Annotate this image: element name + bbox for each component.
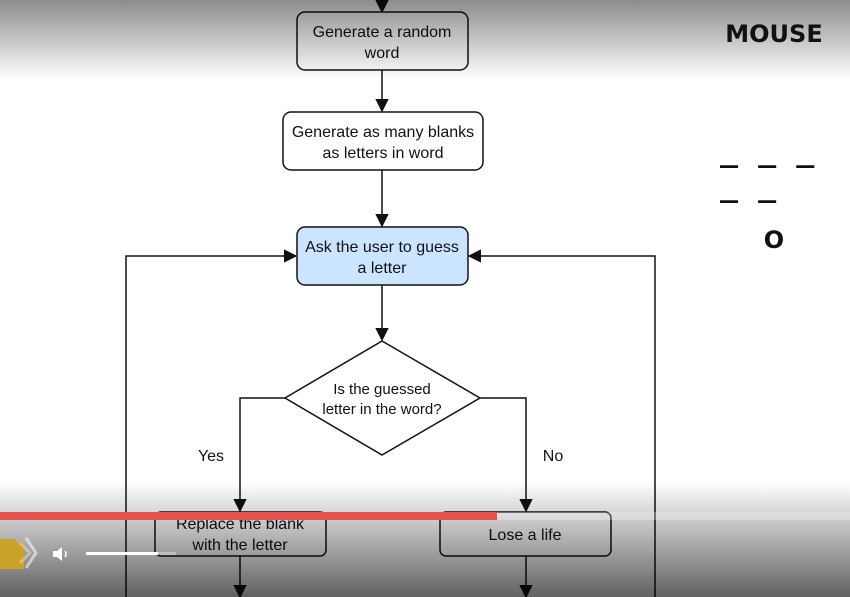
branch-no-label: No — [543, 448, 564, 465]
guessed-letter: O — [763, 226, 785, 254]
node-generate-blanks-line1: Generate as many blanks — [292, 124, 474, 141]
target-word: MOUSE — [725, 20, 823, 48]
arrow-no-branch — [480, 397, 533, 513]
node-ask-guess-line1: Ask the user to guess — [305, 239, 459, 256]
player-controls — [0, 523, 850, 583]
volume-slider[interactable] — [86, 552, 176, 555]
node-decision-line2: letter in the word? — [322, 401, 441, 418]
play-button[interactable] — [0, 535, 40, 573]
node-ask-guess: Ask the user to guess a letter — [296, 226, 469, 286]
arrow-yes-branch — [233, 397, 285, 513]
node-generate-word-line1: Generate a random — [313, 24, 452, 41]
node-generate-blanks-line2: as letters in word — [323, 145, 444, 162]
branch-yes-label: Yes — [198, 448, 224, 465]
node-generate-word-line2: word — [364, 45, 400, 62]
node-decision-line1: Is the guessed — [333, 381, 431, 398]
volume-button[interactable] — [52, 545, 72, 563]
node-generate-blanks: Generate as many blanks as letters in wo… — [282, 111, 484, 171]
node-generate-word: Generate a random word — [296, 11, 469, 71]
node-ask-guess-line2: a letter — [358, 260, 408, 277]
volume-level — [86, 552, 158, 555]
play-icon — [0, 537, 38, 569]
video-progress-bar[interactable] — [0, 512, 850, 520]
video-progress-fill — [0, 512, 498, 520]
volume-icon — [53, 547, 67, 561]
word-blanks: _ _ _ _ _ — [720, 134, 816, 204]
node-decision: Is the guessed letter in the word? — [283, 340, 482, 456]
